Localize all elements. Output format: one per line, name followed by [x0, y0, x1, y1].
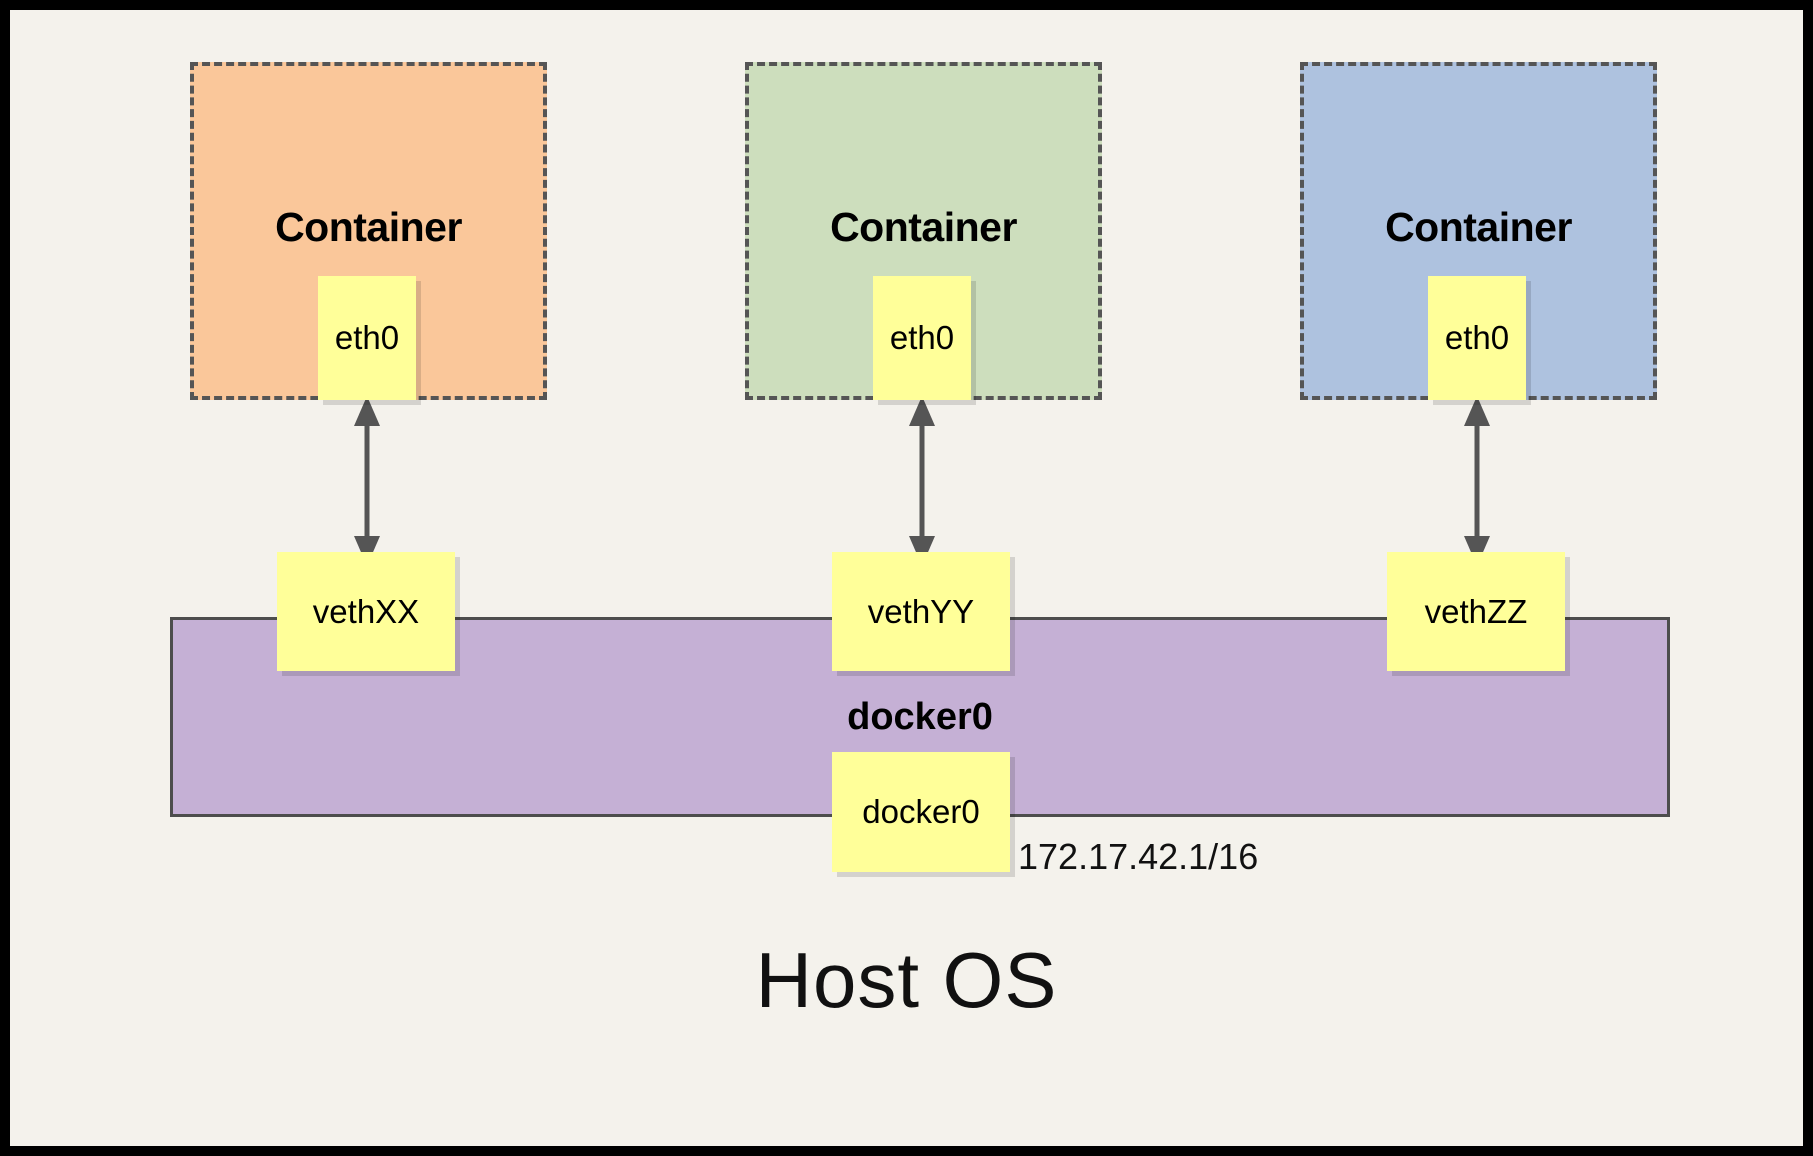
- veth-box-3[interactable]: vethZZ: [1387, 552, 1565, 671]
- bidirectional-arrow-icon-2: [909, 396, 935, 566]
- eth0-interface-box-2[interactable]: eth0: [873, 276, 971, 400]
- bridge-ip-address-label: 172.17.42.1/16: [1018, 836, 1259, 877]
- eth0-interface-box-3[interactable]: eth0: [1428, 276, 1526, 400]
- diagram-canvas: Container eth0 Container eth0 Container …: [10, 10, 1803, 1146]
- bidirectional-arrow-icon-3: [1464, 396, 1490, 566]
- container-title-2: Container: [830, 204, 1017, 250]
- container-title-1: Container: [275, 204, 462, 250]
- veth-box-2[interactable]: vethYY: [832, 552, 1010, 671]
- bidirectional-arrow-icon-1: [354, 396, 380, 566]
- eth0-interface-box-1[interactable]: eth0: [318, 276, 416, 400]
- host-os-title: Host OS: [755, 936, 1058, 1024]
- veth-box-1[interactable]: vethXX: [277, 552, 455, 671]
- container-title-3: Container: [1385, 204, 1572, 250]
- docker0-bridge-label: docker0: [847, 696, 993, 738]
- docker0-interface-box[interactable]: docker0: [832, 752, 1010, 872]
